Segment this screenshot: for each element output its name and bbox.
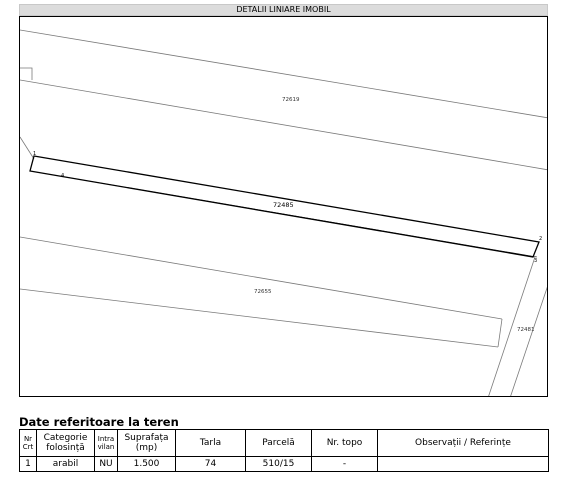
parcel-inner-line xyxy=(29,170,538,258)
neighbor-boundary-line xyxy=(20,79,547,171)
parcel-label-east: 72481 xyxy=(517,327,535,333)
table-row: 1 arabil NU 1.500 74 510/15 - xyxy=(19,456,549,472)
land-data-title: Date referitoare la teren xyxy=(19,415,179,429)
header-categorie: Categorie folosință xyxy=(36,429,95,457)
neighbor-boundary-line xyxy=(20,288,499,348)
header-nr-crt: Nr Crt xyxy=(19,429,37,457)
cadastral-map-drawing: 1 2 3 4 72619 72485 72655 72481 xyxy=(20,29,547,396)
cell-suprafata: 1.500 xyxy=(117,456,176,472)
header-nr-topo: Nr. topo xyxy=(311,429,378,457)
cell-parcela: 510/15 xyxy=(245,456,312,472)
table-header-row: Nr Crt Categorie folosință Intra vilan S… xyxy=(19,429,549,457)
cadastral-map: 1 2 3 4 72619 72485 72655 72481 xyxy=(19,16,548,397)
cell-observatii xyxy=(377,456,549,472)
cell-intravilan: NU xyxy=(94,456,118,472)
details-header-title: DETALII LINIARE IMOBIL xyxy=(236,5,331,14)
parcel-label-north: 72619 xyxy=(282,97,300,103)
details-header: DETALII LINIARE IMOBIL xyxy=(19,4,548,16)
vertex-label: 4 xyxy=(61,173,64,179)
cell-categorie: arabil xyxy=(36,456,95,472)
cell-nr-crt: 1 xyxy=(19,456,37,472)
header-suprafata: Suprafața (mp) xyxy=(117,429,176,457)
header-observatii: Observații / Referințe xyxy=(377,429,549,457)
header-intravilan: Intra vilan xyxy=(94,429,118,457)
cell-nr-topo: - xyxy=(311,456,378,472)
neighbor-boundary-line xyxy=(20,236,503,320)
land-data-table: Nr Crt Categorie folosință Intra vilan S… xyxy=(19,429,549,472)
parcel-outline xyxy=(29,155,540,258)
cell-tarla: 74 xyxy=(175,456,246,472)
vertex-label: 3 xyxy=(534,258,537,264)
header-parcela: Parcelă xyxy=(245,429,312,457)
neighbor-boundary-line xyxy=(20,136,35,160)
parcel-label-main: 72485 xyxy=(273,201,294,209)
parcel-label-south: 72655 xyxy=(254,289,272,295)
vertex-label: 2 xyxy=(539,236,542,242)
neighbor-boundary-line xyxy=(510,286,547,396)
vertex-label: 1 xyxy=(33,151,36,157)
neighbor-boundary-line xyxy=(497,318,503,348)
neighbor-boundary-line xyxy=(20,29,547,119)
header-tarla: Tarla xyxy=(175,429,246,457)
neighbor-boundary-line xyxy=(488,256,536,396)
neighbor-boundary-line xyxy=(20,67,33,80)
